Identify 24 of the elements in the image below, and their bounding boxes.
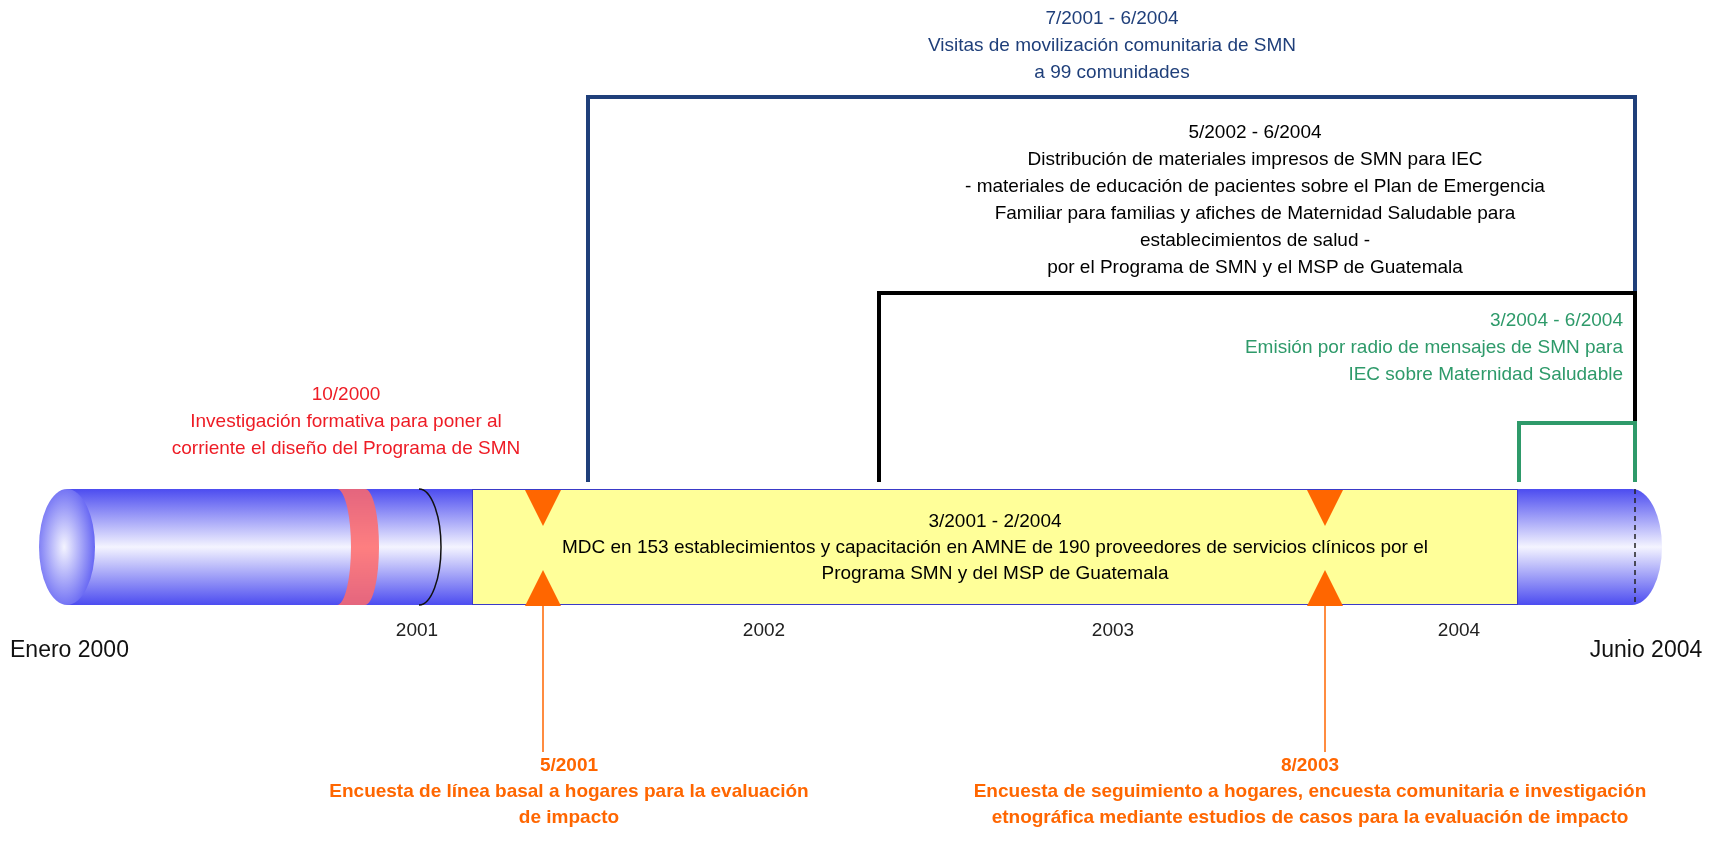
activity-box bbox=[472, 489, 1518, 605]
date-label: 10/2000 bbox=[310, 382, 382, 406]
start-date-label: Enero 2000 bbox=[10, 635, 130, 664]
year-label: 2004 bbox=[1436, 618, 1482, 642]
event-description: Encuesta de seguimiento a hogares, encuesta comunitaria e investigación etnográfica mediante estudios de casos para la evaluación de impacto bbox=[972, 779, 1648, 829]
event-description: Encuesta de línea basal a hogares para la evaluación de impacto bbox=[329, 779, 809, 829]
year-label: 2003 bbox=[1090, 618, 1136, 642]
date-range: 3/2004 - 6/2004 bbox=[1488, 308, 1623, 332]
year-label: 2001 bbox=[394, 618, 440, 642]
date-range: 3/2001 - 2/2004 bbox=[928, 509, 1062, 533]
year-label: 2002 bbox=[741, 618, 787, 642]
date-label: 8/2003 bbox=[1279, 753, 1341, 777]
end-date-label: Junio 2004 bbox=[1588, 635, 1704, 664]
event-description: Investigación formativa para poner al corriente el diseño del Programa de SMN bbox=[170, 409, 522, 460]
date-label: 5/2001 bbox=[538, 753, 600, 777]
leader-line bbox=[542, 605, 544, 753]
date-range: 7/2001 - 6/2004 bbox=[1044, 6, 1180, 30]
activity-description: por el Programa de SMN y el MSP de Guatemala bbox=[1046, 255, 1464, 279]
date-range: 5/2002 - 6/2004 bbox=[1187, 120, 1323, 144]
activity-description: MDC en 153 establecimientos y capacitación en AMNE de 190 proveedores de servicios clínicos por el Programa SMN y del MSP de Guatemala bbox=[561, 535, 1429, 585]
activity-description: Visitas de movilización comunitaria de SMN a 99 comunidades bbox=[927, 33, 1297, 84]
activity-description: Emisión por radio de mensajes de SMN para IEC sobre Maternidad Saludable bbox=[1243, 335, 1623, 386]
leader-line bbox=[1324, 605, 1326, 753]
activity-description: Distribución de materiales impresos de SMN para IEC bbox=[1026, 147, 1484, 171]
